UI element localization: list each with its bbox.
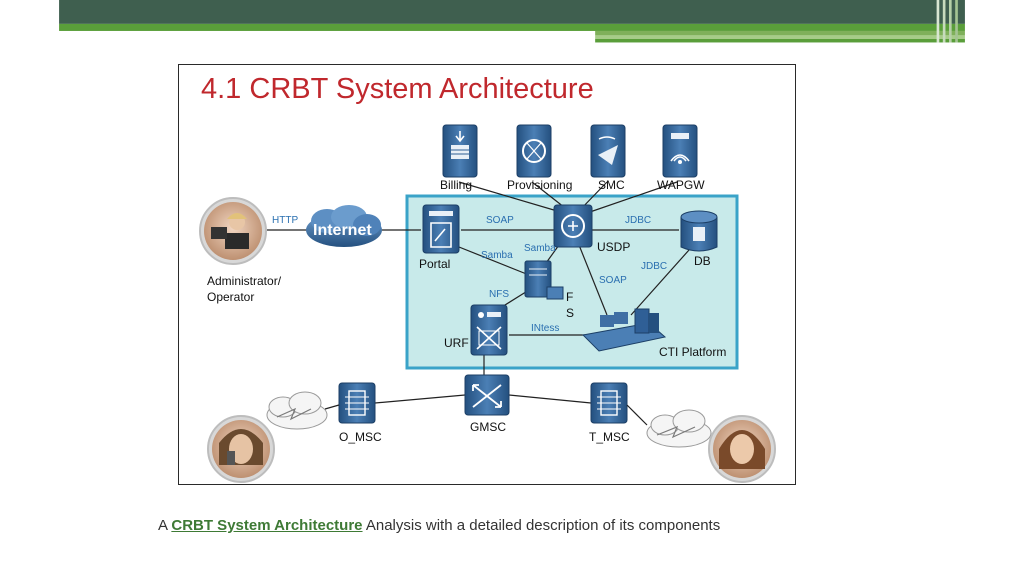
admin-label-line1: Administrator/ (207, 274, 282, 288)
calling-party-avatar (207, 415, 275, 483)
database-icon (680, 210, 718, 252)
called-party-avatar (708, 415, 776, 483)
cti-platform-icon (581, 308, 667, 352)
internet-cloud-icon (306, 205, 382, 247)
mobile-network-cloud-left-icon (266, 391, 328, 430)
jdbc-db-cti-label: JDBC (641, 261, 667, 272)
urf-label: URF (444, 336, 469, 350)
soap-portal-usdp-label: SOAP (486, 215, 514, 226)
caption-prefix: A (158, 517, 172, 534)
wapgw-label: WAPGW (657, 178, 705, 192)
portal-server-icon (422, 204, 460, 254)
administrator-avatar (199, 197, 267, 265)
samba-usdp-fs-label: Samba (524, 243, 556, 254)
diagram-title: 4.1 CRBT System Architecture (201, 73, 594, 105)
soap-usdp-cti-label: SOAP (599, 275, 627, 286)
caption-suffix: Analysis with a detailed description of … (362, 517, 721, 534)
slide-header-bar (59, 0, 965, 43)
slide-caption: A CRBT System Architecture Analysis with… (158, 517, 720, 534)
portal-label: Portal (419, 257, 450, 271)
fs-label-f: F (566, 290, 573, 304)
caption-link[interactable]: CRBT System Architecture (171, 517, 363, 534)
o-msc-label: O_MSC (339, 430, 382, 444)
usdp-server-icon (553, 204, 593, 248)
gmsc-switch-icon (464, 374, 510, 416)
mobile-network-cloud-right-icon (646, 409, 712, 448)
urf-switch-icon (470, 304, 508, 356)
smc-server-icon (590, 124, 626, 178)
wapgw-server-icon (662, 124, 698, 178)
admin-label-line2: Operator (207, 290, 254, 304)
smc-label: SMC (598, 178, 625, 192)
file-server-icon (524, 260, 564, 300)
provisioning-server-icon (516, 124, 552, 178)
t-msc-switch-icon (590, 382, 628, 424)
intess-urf-cti-label: INtess (531, 323, 559, 334)
samba-portal-fs-label: Samba (481, 250, 513, 261)
billing-server-icon (442, 124, 478, 178)
http-protocol-label: HTTP (272, 215, 298, 226)
gmsc-label: GMSC (470, 420, 506, 434)
usdp-label: USDP (597, 240, 630, 254)
t-msc-label: T_MSC (589, 430, 630, 444)
cti-platform-label: CTI Platform (659, 345, 726, 359)
provisioning-label: Provisioning (507, 178, 572, 192)
architecture-figure: 4.1 CRBT System Architecture Billing (178, 64, 796, 485)
db-label: DB (694, 254, 711, 268)
nfs-fs-urf-label: NFS (489, 289, 509, 300)
o-msc-switch-icon (338, 382, 376, 424)
connection-lines-msc-clouds (324, 404, 648, 426)
fs-label-s: S (566, 306, 574, 320)
billing-label: Billing (440, 178, 472, 192)
jdbc-usdp-db-label: JDBC (625, 215, 651, 226)
internet-label: Internet (313, 222, 372, 239)
